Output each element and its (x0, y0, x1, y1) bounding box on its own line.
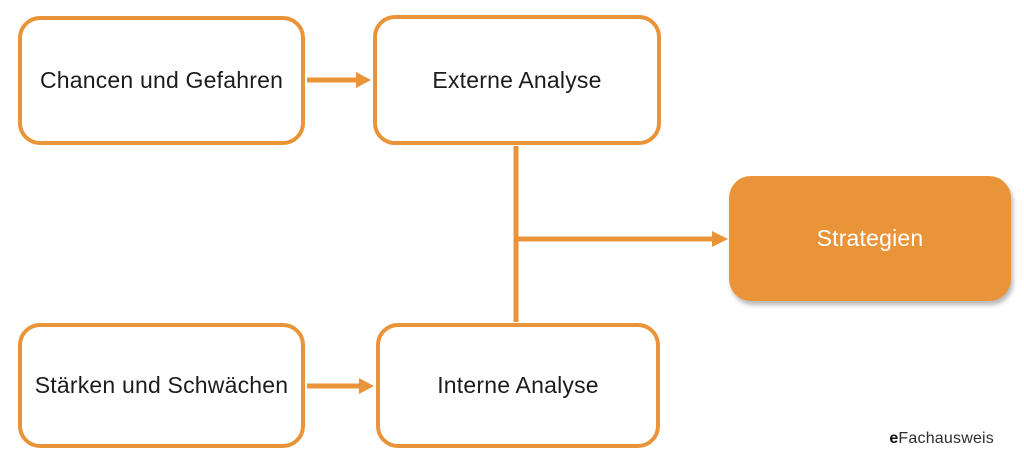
node-strategien-label: Strategien (816, 225, 924, 251)
node-interne-analyse: Interne Analyse (376, 323, 660, 448)
node-staerken-und-schwaechen: Stärken und Schwächen (18, 323, 305, 448)
arrowhead-chancen-externe (356, 72, 371, 88)
watermark-regular-part: Fachausweis (898, 430, 994, 447)
arrowhead-staerken-interne (359, 378, 374, 394)
node-chancen-label: Chancen und Gefahren (39, 67, 284, 93)
watermark-bold-part: e (889, 430, 899, 447)
node-externe-analyse: Externe Analyse (373, 15, 661, 145)
node-staerken-label: Stärken und Schwächen (34, 372, 289, 398)
node-externe-label: Externe Analyse (432, 66, 602, 93)
node-interne-label: Interne Analyse (437, 372, 599, 398)
watermark-efachausweis: eFachausweis (889, 430, 994, 448)
node-strategien: Strategien (729, 176, 1011, 301)
arrowhead-junction-strategien (712, 231, 728, 247)
node-chancen-und-gefahren: Chancen und Gefahren (18, 16, 305, 145)
